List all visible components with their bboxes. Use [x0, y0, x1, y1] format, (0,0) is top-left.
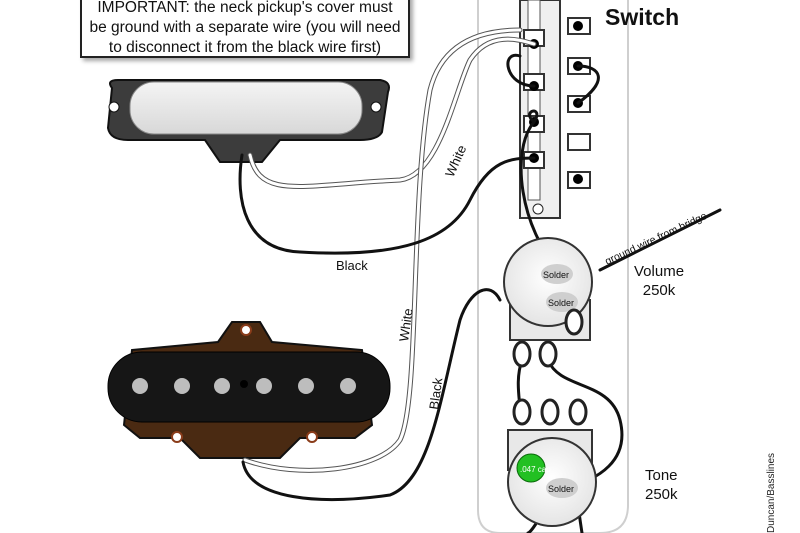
wire-label-white-mid: White	[396, 307, 415, 342]
cap-label: .047 cap	[520, 465, 551, 474]
wire-label-black-top: Black	[336, 258, 368, 273]
white-wires	[242, 27, 537, 473]
note-line-2: be ground with a separate wire (you will…	[89, 19, 401, 36]
solder-label-volume-1: Solder	[543, 270, 569, 280]
solder-label-volume-2: Solder	[548, 298, 574, 308]
volume-pot	[503, 237, 593, 368]
volume-name: Volume	[634, 263, 685, 280]
switch-title: Switch	[605, 4, 680, 30]
credit-text: Duncan/Basslines	[766, 452, 777, 533]
screw-hole	[370, 101, 382, 113]
capacitor	[516, 453, 546, 483]
bridge-pickup	[107, 321, 391, 459]
tone-pot	[507, 398, 597, 527]
selector-switch	[519, 0, 591, 219]
tone-label: Tone 250k	[645, 466, 678, 504]
note-line-3: to disconnect it from the black wire fir…	[108, 39, 382, 56]
wire-label-white-top: White	[442, 143, 469, 179]
volume-value: 250k	[642, 282, 676, 299]
screw-hole	[108, 101, 120, 113]
solder-label-tone: Solder	[548, 484, 574, 494]
tone-name: Tone	[645, 467, 678, 484]
pole-pieces	[132, 378, 356, 394]
wire-label-black-mid: Black	[426, 376, 445, 410]
tone-value: 250k	[645, 486, 678, 503]
volume-label: Volume 250k	[634, 262, 684, 300]
neck-pickup	[106, 79, 390, 163]
important-note: IMPORTANT: the neck pickup's cover must …	[80, 0, 410, 58]
black-wires	[238, 53, 722, 533]
note-line-1: IMPORTANT: the neck pickup's cover must	[97, 0, 393, 16]
